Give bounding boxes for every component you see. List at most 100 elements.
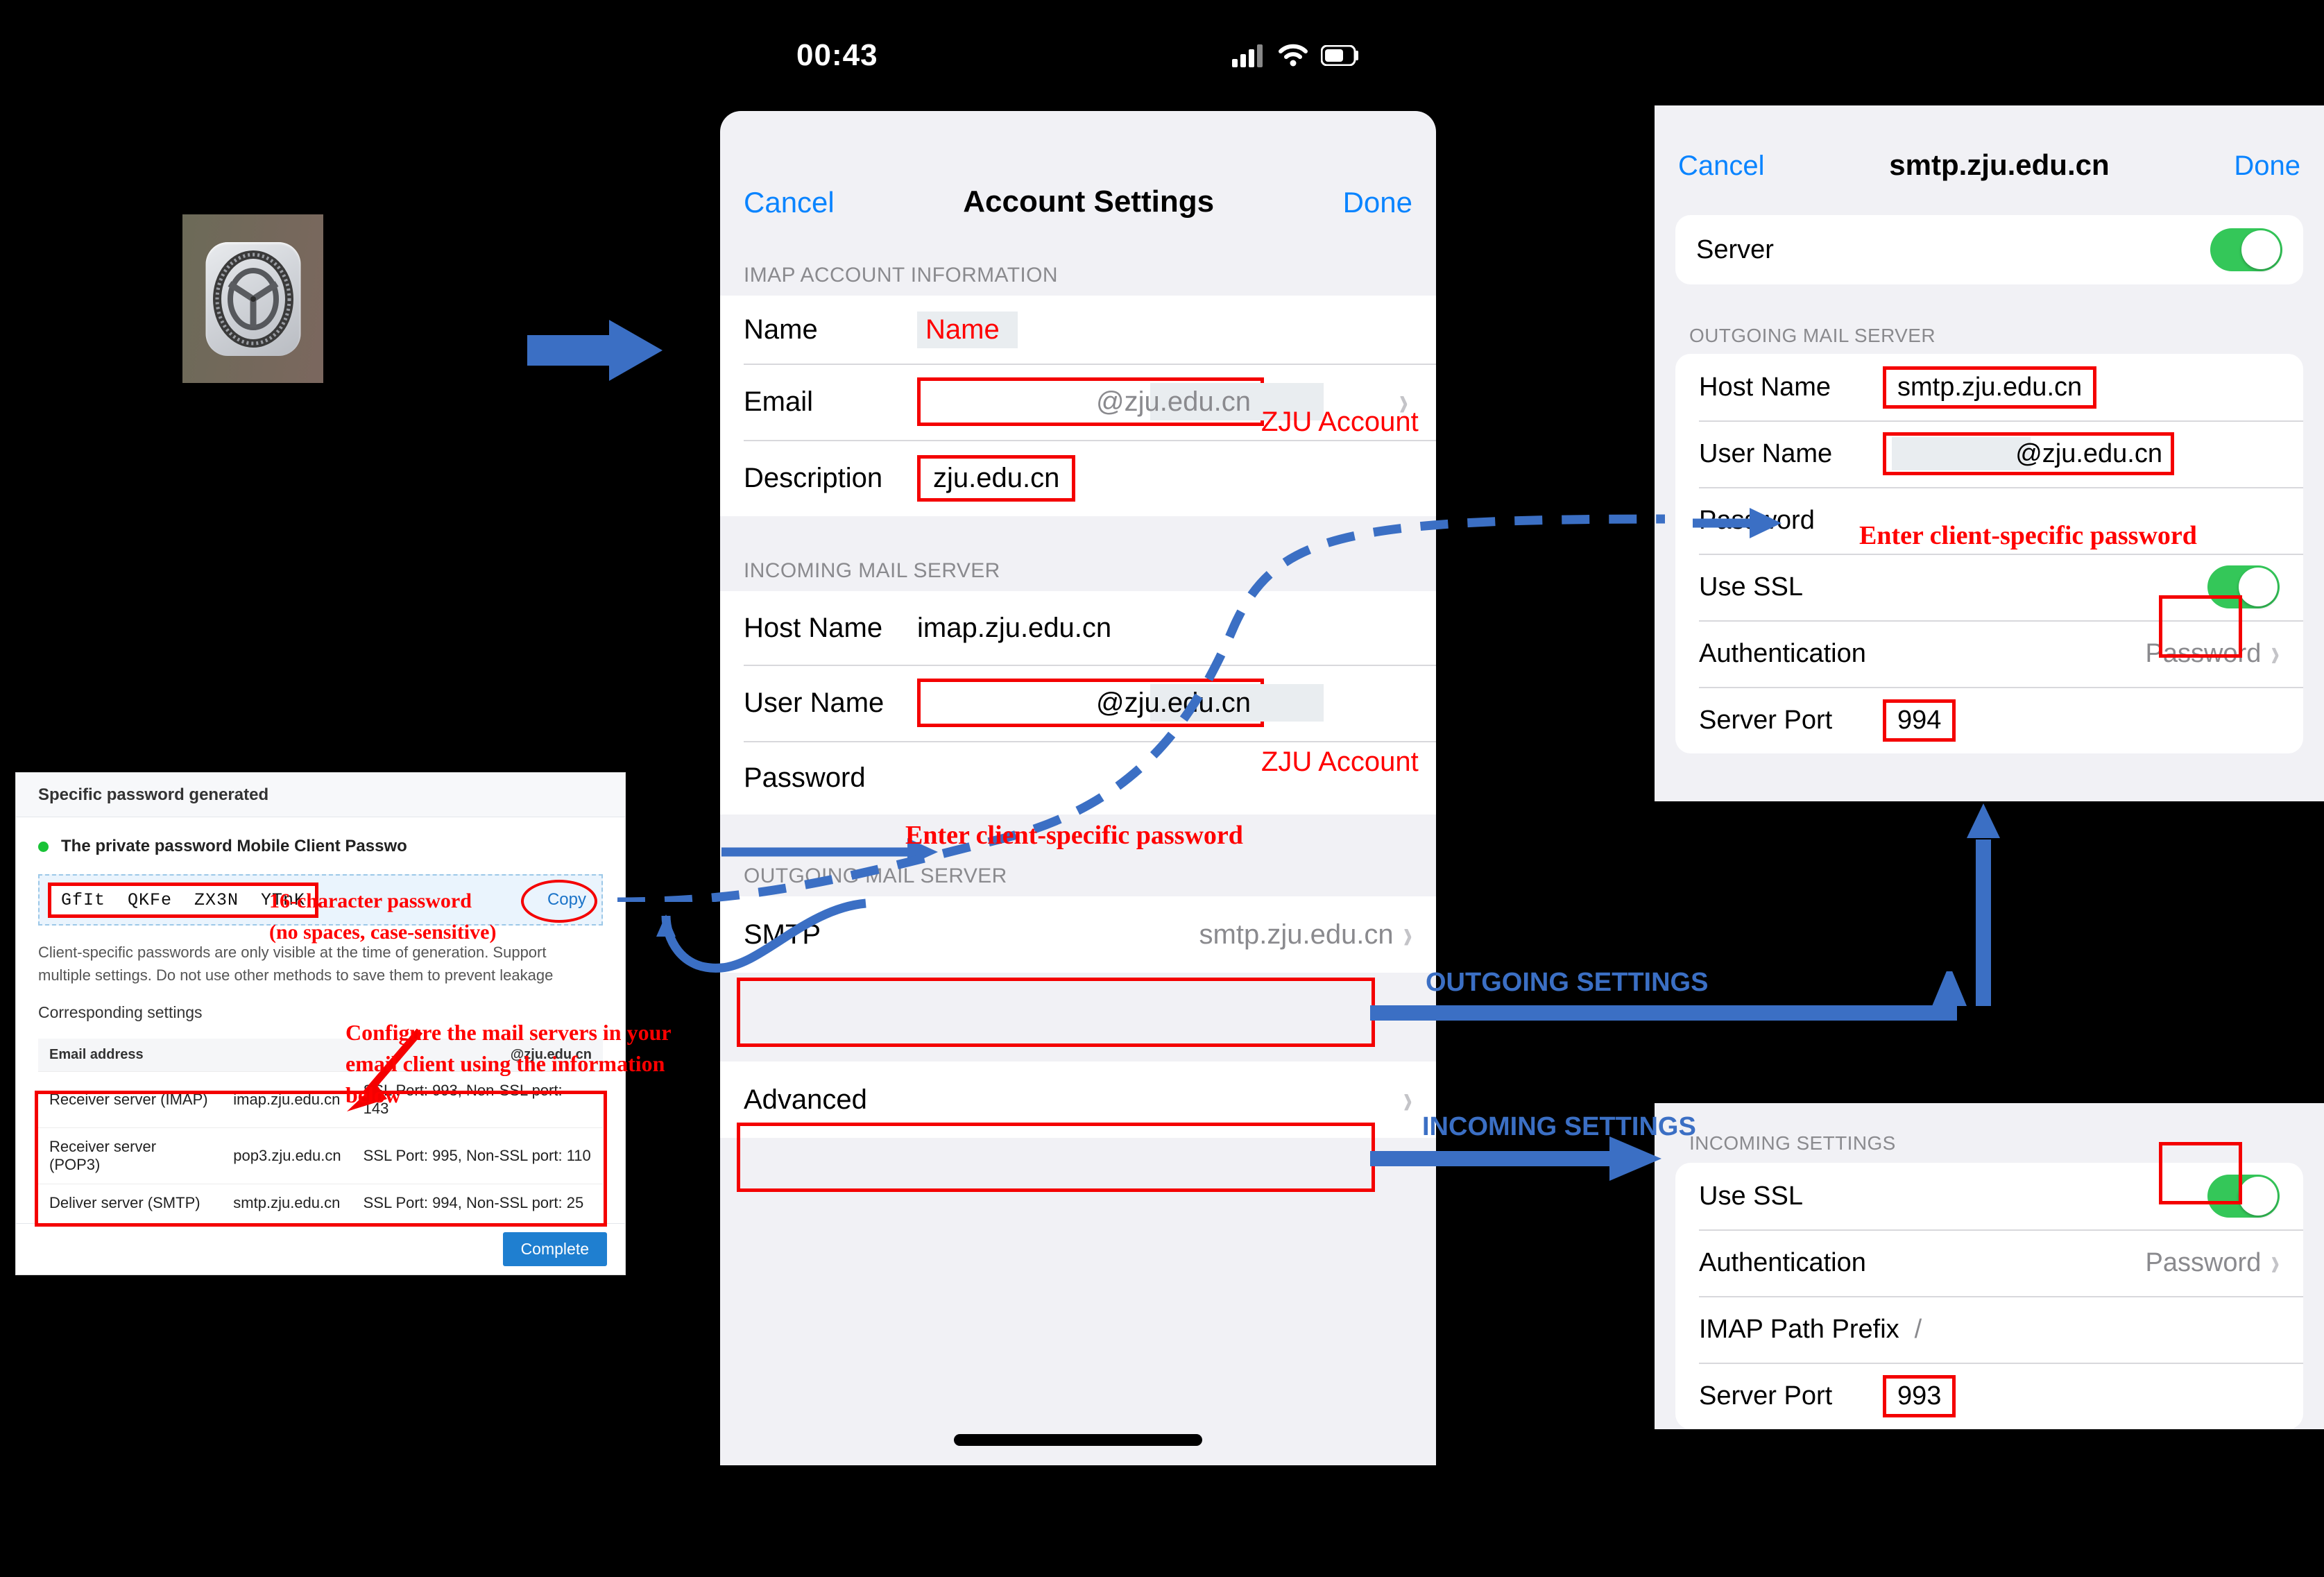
cell-server-ports: SSL Port: 995, Non-SSL port: 110 xyxy=(352,1127,603,1184)
email-domain-value: @zju.edu.cn xyxy=(1096,386,1251,417)
row-label: Advanced xyxy=(744,1084,867,1115)
section-header-incoming: INCOMING MAIL SERVER xyxy=(744,559,1000,582)
row-advanced[interactable]: Advanced › xyxy=(720,1062,1436,1138)
imap-account-group: Name Name Email @zju.edu.cn › Descriptio… xyxy=(720,296,1436,516)
row-host-name[interactable]: Host Name imap.zju.edu.cn xyxy=(720,591,1436,665)
row-label: User Name xyxy=(744,687,885,718)
host-name-value[interactable]: smtp.zju.edu.cn xyxy=(1883,366,2097,409)
annotation-outgoing-settings: OUTGOING SETTINGS xyxy=(1426,968,1709,997)
server-toggle[interactable] xyxy=(2210,228,2282,271)
mail-server-table: Email address @zju.edu.cn Receiver serve… xyxy=(38,1039,603,1222)
done-button[interactable]: Done xyxy=(1342,186,1412,219)
user-name-field[interactable]: @zju.edu.cn xyxy=(917,679,1324,727)
row-server-port[interactable]: Server Port 994 xyxy=(1675,687,2303,753)
redacted-mask xyxy=(1150,684,1324,722)
use-ssl-toggle[interactable] xyxy=(2207,565,2280,608)
outgoing-mail-server-card: Host Name smtp.zju.edu.cn User Name @zju… xyxy=(1675,354,2303,753)
table-row: Receiver server (IMAP) imap.zju.edu.cn S… xyxy=(38,1071,603,1128)
cellular-bars-icon xyxy=(1232,44,1263,67)
th-email-address: Email address xyxy=(38,1039,223,1072)
row-use-ssl[interactable]: Use SSL xyxy=(1675,1163,2303,1229)
annotation-incoming-settings: INCOMING SETTINGS xyxy=(1422,1112,1696,1141)
annotation-configure-line3: below xyxy=(345,1082,401,1107)
annotation-enter-password-smtp: Enter client-specific password xyxy=(1859,521,2197,550)
private-password-heading: The private password Mobile Client Passw… xyxy=(38,837,603,856)
page-title: Account Settings xyxy=(963,185,1215,219)
table-header-row: Email address @zju.edu.cn xyxy=(38,1039,603,1072)
chevron-right-icon: › xyxy=(2271,1240,2280,1284)
chevron-right-icon: › xyxy=(1403,1076,1412,1123)
done-button[interactable]: Done xyxy=(2234,151,2300,181)
row-imap-path-prefix[interactable]: IMAP Path Prefix / xyxy=(1675,1296,2303,1363)
row-name[interactable]: Name Name xyxy=(720,296,1436,364)
user-name-domain-value: @zju.edu.cn xyxy=(2015,438,2162,468)
section-header-outgoing: OUTGOING MAIL SERVER xyxy=(1689,325,1936,346)
table-row: Deliver server (SMTP) smtp.zju.edu.cn SS… xyxy=(38,1184,603,1222)
row-authentication[interactable]: Authentication Password › xyxy=(1675,1229,2303,1296)
annotation-zju-account-username: ZJU Account xyxy=(1261,747,1419,777)
row-label: Server xyxy=(1696,235,1774,264)
row-label: Server Port xyxy=(1699,1381,1833,1410)
row-label: User Name xyxy=(1699,438,1833,468)
annotation-password-length-line2: (no spaces, case-sensitive) xyxy=(269,921,497,944)
server-port-value[interactable]: 993 xyxy=(1883,1374,1956,1417)
cell-server-name: Receiver server (POP3) xyxy=(38,1127,223,1184)
row-label: Host Name xyxy=(744,612,883,643)
annotation-configure-line2: email client using the information xyxy=(345,1051,665,1076)
chevron-right-icon: › xyxy=(1403,911,1412,957)
settings-app-icon-thumbnail xyxy=(182,214,323,383)
server-toggle-card: Server xyxy=(1675,215,2303,284)
row-description[interactable]: Description zju.edu.cn xyxy=(720,440,1436,516)
row-host-name[interactable]: Host Name smtp.zju.edu.cn xyxy=(1675,354,2303,420)
dialog-title: Specific password generated xyxy=(16,773,625,817)
row-server-port[interactable]: Server Port 993 xyxy=(1675,1363,2303,1429)
generated-password-value: GfIt QKFe ZX3N YTnK xyxy=(48,882,319,918)
server-port-value[interactable]: 994 xyxy=(1883,699,1956,742)
advanced-group: Advanced › xyxy=(720,1062,1436,1138)
row-user-name[interactable]: User Name @zju.edu.cn xyxy=(720,665,1436,741)
iphone-account-settings-screen: Cancel Account Settings Done IMAP ACCOUN… xyxy=(720,111,1436,1465)
cell-server-host: imap.zju.edu.cn xyxy=(222,1071,352,1128)
cancel-button[interactable]: Cancel xyxy=(1678,151,1765,181)
row-user-name[interactable]: User Name @zju.edu.cn xyxy=(1675,420,2303,487)
user-name-field[interactable]: @zju.edu.cn xyxy=(1883,432,2174,475)
row-label: Host Name xyxy=(1699,372,1831,402)
cancel-button[interactable]: Cancel xyxy=(744,186,835,219)
home-indicator xyxy=(954,1434,1202,1446)
configure-note-arrow-icon xyxy=(347,1028,423,1111)
password-strip: GfIt QKFe ZX3N YTnK Copy xyxy=(38,874,603,926)
email-field[interactable]: @zju.edu.cn xyxy=(917,377,1324,426)
host-name-value: imap.zju.edu.cn xyxy=(917,612,1112,643)
row-password[interactable]: Password xyxy=(720,741,1436,815)
row-label: Use SSL xyxy=(1699,1181,1803,1211)
section-header-incoming-settings: INCOMING SETTINGS xyxy=(1689,1132,1896,1154)
row-label: Email xyxy=(744,386,814,417)
cell-server-host: smtp.zju.edu.cn xyxy=(222,1184,352,1222)
corresponding-settings-heading: Corresponding settings xyxy=(38,1003,203,1021)
description-field-value[interactable]: zju.edu.cn xyxy=(917,454,1076,502)
row-label: Authentication xyxy=(1699,638,1866,668)
row-email[interactable]: Email @zju.edu.cn › xyxy=(720,364,1436,440)
status-bar-clock: 00:43 xyxy=(796,38,878,72)
table-row: Receiver server (POP3) pop3.zju.edu.cn S… xyxy=(38,1127,603,1184)
redacted-mask xyxy=(1892,437,2031,470)
complete-button[interactable]: Complete xyxy=(502,1232,607,1266)
cell-server-ports: SSL Port: 993, Non-SSL port: 143 xyxy=(352,1071,603,1128)
copy-to-smtp-password-dashed-arrow-icon xyxy=(617,514,1666,902)
row-use-ssl[interactable]: Use SSL xyxy=(1675,554,2303,620)
chevron-right-icon: › xyxy=(1399,378,1408,425)
flow-arrow-icon xyxy=(527,320,663,381)
navigation-bar: Cancel smtp.zju.edu.cn Done xyxy=(1655,105,2324,189)
smtp-value: smtp.zju.edu.cn xyxy=(1199,919,1394,950)
row-label: Server Port xyxy=(1699,705,1833,735)
incoming-mail-server-group: Host Name imap.zju.edu.cn User Name @zju… xyxy=(720,591,1436,815)
row-label: Description xyxy=(744,462,883,493)
use-ssl-toggle[interactable] xyxy=(2207,1175,2280,1218)
incoming-settings-card: Use SSL Authentication Password › IMAP P… xyxy=(1675,1163,2303,1429)
row-server[interactable]: Server xyxy=(1675,215,2303,284)
row-authentication[interactable]: Authentication Password › xyxy=(1675,620,2303,687)
name-field-value[interactable]: Name xyxy=(917,311,1018,348)
th-email-domain: @zju.edu.cn xyxy=(222,1039,603,1072)
copy-to-password-arrow-icon xyxy=(656,898,866,973)
